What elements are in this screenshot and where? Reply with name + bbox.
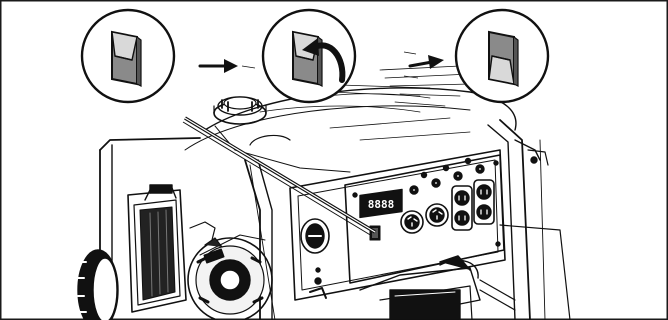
wheel bbox=[78, 250, 118, 320]
outlet-twistlock-2 bbox=[426, 204, 448, 226]
callout-step-1 bbox=[82, 10, 174, 102]
engine-air-filter bbox=[128, 185, 186, 312]
choke-knob bbox=[301, 219, 329, 253]
rocker-switch-on-icon bbox=[489, 32, 518, 86]
generator-illustration bbox=[78, 66, 570, 320]
callout-step-2 bbox=[263, 10, 355, 102]
outlet-duplex-1 bbox=[452, 186, 472, 230]
display-readout: 8888 bbox=[363, 197, 399, 213]
step-arrow-1 bbox=[200, 59, 238, 73]
callout-step-3 bbox=[456, 10, 548, 102]
rocker-switch-off-icon bbox=[112, 32, 141, 86]
frame-tube-right bbox=[500, 120, 530, 320]
outlet-duplex-2 bbox=[474, 180, 494, 224]
fuel-cap bbox=[214, 97, 266, 124]
frame-tube-left-top bbox=[100, 138, 200, 150]
outlet-twistlock-1 bbox=[401, 211, 423, 233]
